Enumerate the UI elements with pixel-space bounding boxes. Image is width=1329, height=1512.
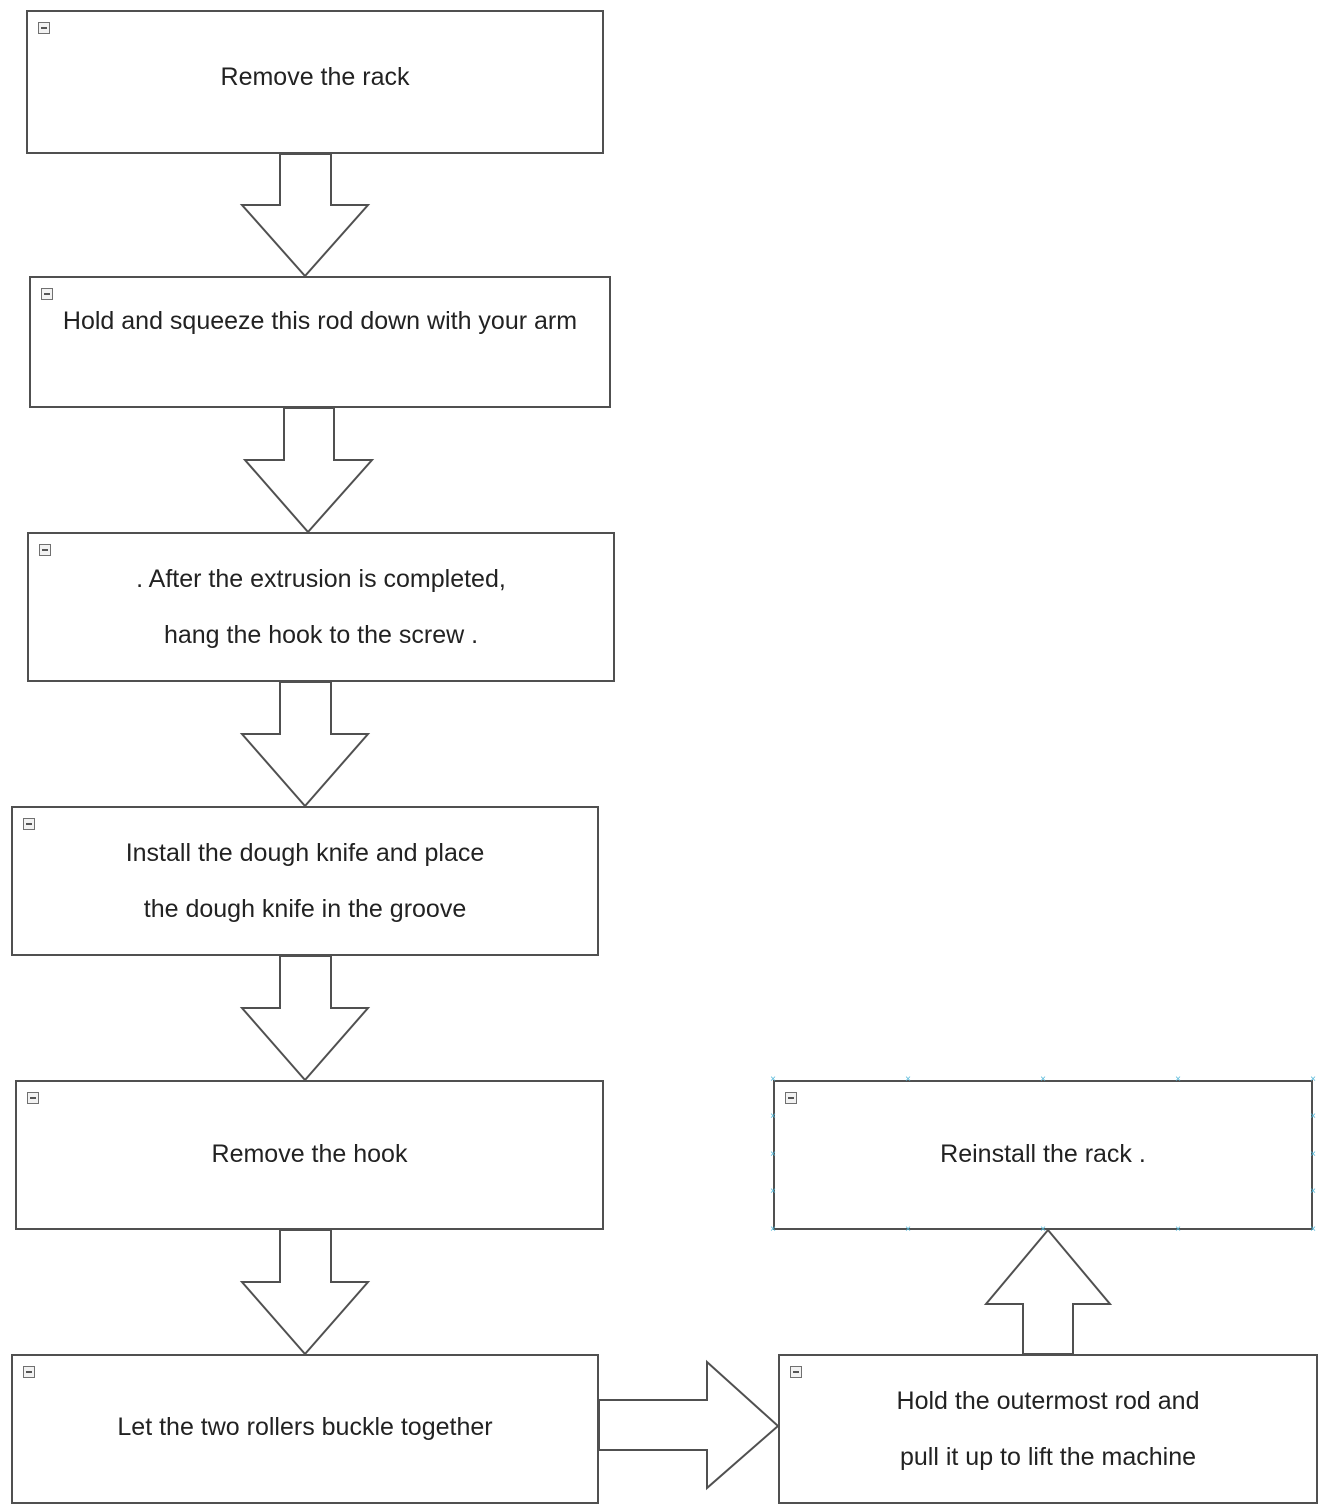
step-text: Remove the rack — [220, 63, 410, 91]
collapse-icon[interactable] — [23, 818, 35, 830]
step-text: Install the dough knife and place — [125, 839, 485, 867]
resize-handle[interactable]: × — [1310, 1111, 1316, 1122]
step-box-reinstall-rack[interactable]: Reinstall the rack . — [773, 1080, 1313, 1230]
block-arrow-icon — [983, 1228, 1113, 1355]
resize-handle[interactable]: × — [1040, 1074, 1046, 1085]
step-box-remove-hook[interactable]: Remove the hook — [15, 1080, 604, 1230]
resize-handle[interactable]: × — [1310, 1186, 1316, 1197]
resize-handle[interactable]: × — [905, 1074, 911, 1085]
resize-handle[interactable]: × — [1175, 1224, 1181, 1235]
step-box-hold-squeeze-rod[interactable]: Hold and squeeze this rod down with your… — [29, 276, 611, 408]
step-text: Let the two rollers buckle together — [117, 1413, 493, 1441]
step-box-hang-hook[interactable]: . After the extrusion is completed, hang… — [27, 532, 615, 682]
collapse-icon[interactable] — [790, 1366, 802, 1378]
step-text: the dough knife in the groove — [143, 895, 467, 923]
resize-handle[interactable]: × — [1310, 1074, 1316, 1085]
block-arrow-icon — [242, 407, 375, 534]
block-arrow-icon — [239, 681, 371, 808]
step-text: Hold and squeeze this rod down with your… — [62, 307, 578, 335]
block-arrow-icon — [239, 1229, 371, 1356]
step-text: Reinstall the rack . — [940, 1140, 1146, 1168]
collapse-icon[interactable] — [41, 288, 53, 300]
resize-handle[interactable]: × — [770, 1186, 776, 1197]
block-arrow-icon — [598, 1359, 780, 1491]
step-box-lift-machine[interactable]: Hold the outermost rod and pull it up to… — [778, 1354, 1318, 1504]
step-text: pull it up to lift the machine — [900, 1443, 1196, 1471]
step-text: Hold the outermost rod and — [896, 1387, 1200, 1415]
resize-handle[interactable]: × — [905, 1224, 911, 1235]
block-arrow-icon — [239, 153, 371, 278]
resize-handle[interactable]: × — [770, 1224, 776, 1235]
resize-handle[interactable]: × — [1040, 1224, 1046, 1235]
step-text: Remove the hook — [211, 1140, 408, 1168]
collapse-icon[interactable] — [39, 544, 51, 556]
collapse-icon[interactable] — [27, 1092, 39, 1104]
collapse-icon[interactable] — [23, 1366, 35, 1378]
resize-handle[interactable]: × — [1310, 1149, 1316, 1160]
block-arrow-icon — [239, 955, 371, 1082]
collapse-icon[interactable] — [38, 22, 50, 34]
resize-handle[interactable]: × — [770, 1111, 776, 1122]
collapse-icon[interactable] — [785, 1092, 797, 1104]
resize-handle[interactable]: × — [1175, 1074, 1181, 1085]
step-text: . After the extrusion is completed, — [136, 565, 506, 593]
resize-handle[interactable]: × — [1310, 1224, 1316, 1235]
step-box-remove-rack[interactable]: Remove the rack — [26, 10, 604, 154]
resize-handle[interactable]: × — [770, 1149, 776, 1160]
step-text: hang the hook to the screw . — [163, 621, 479, 649]
step-box-rollers-buckle[interactable]: Let the two rollers buckle together — [11, 1354, 599, 1504]
resize-handle[interactable]: × — [770, 1074, 776, 1085]
